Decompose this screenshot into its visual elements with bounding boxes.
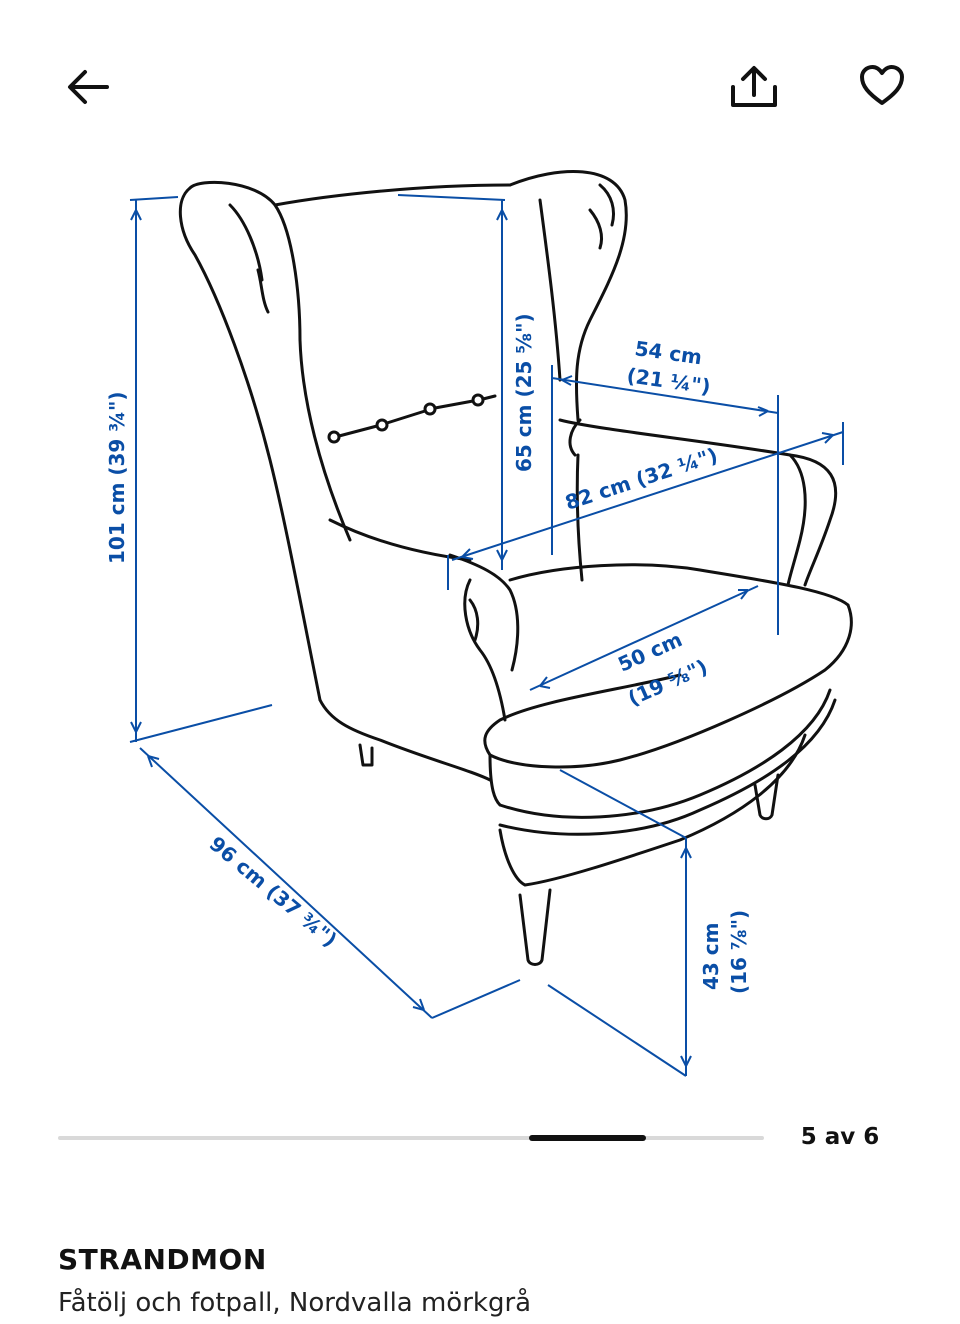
share-button[interactable]	[722, 55, 786, 119]
dim-seat-height: 43 cm	[699, 923, 723, 991]
image-counter: 5 av 6	[800, 1124, 880, 1150]
armchair-outline	[178, 170, 853, 966]
favorite-button[interactable]	[850, 53, 914, 117]
dim-total-width: 82 cm (32 ¼")	[562, 443, 720, 515]
dim-back-height: 65 cm (25 ⅝")	[512, 313, 536, 472]
top-bar	[0, 0, 960, 150]
carousel-progress-thumb	[528, 1135, 647, 1141]
dim-total-depth: 96 cm (37 ¾")	[205, 831, 342, 951]
dim-total-height: 101 cm (39 ¾")	[105, 391, 129, 564]
dimension-lines	[129, 194, 844, 1077]
arrow-left-icon	[68, 70, 109, 104]
armchair-drawing: 101 cm (39 ¾") 65 cm (25 ⅝") 54 cm (21 ¼…	[105, 170, 853, 1077]
product-name: STRANDMON	[58, 1243, 267, 1276]
heart-icon	[860, 65, 904, 105]
share-icon	[731, 66, 777, 107]
product-dimension-drawing: 101 cm (39 ¾") 65 cm (25 ⅝") 54 cm (21 ¼…	[0, 140, 960, 1100]
carousel-progress-bar[interactable]	[58, 1135, 764, 1141]
back-button[interactable]	[56, 55, 120, 119]
product-description: Fåtölj och fotpall, Nordvalla mörkgrå	[58, 1288, 532, 1318]
dim-seat-height-in: (16 ⅞")	[727, 910, 751, 994]
